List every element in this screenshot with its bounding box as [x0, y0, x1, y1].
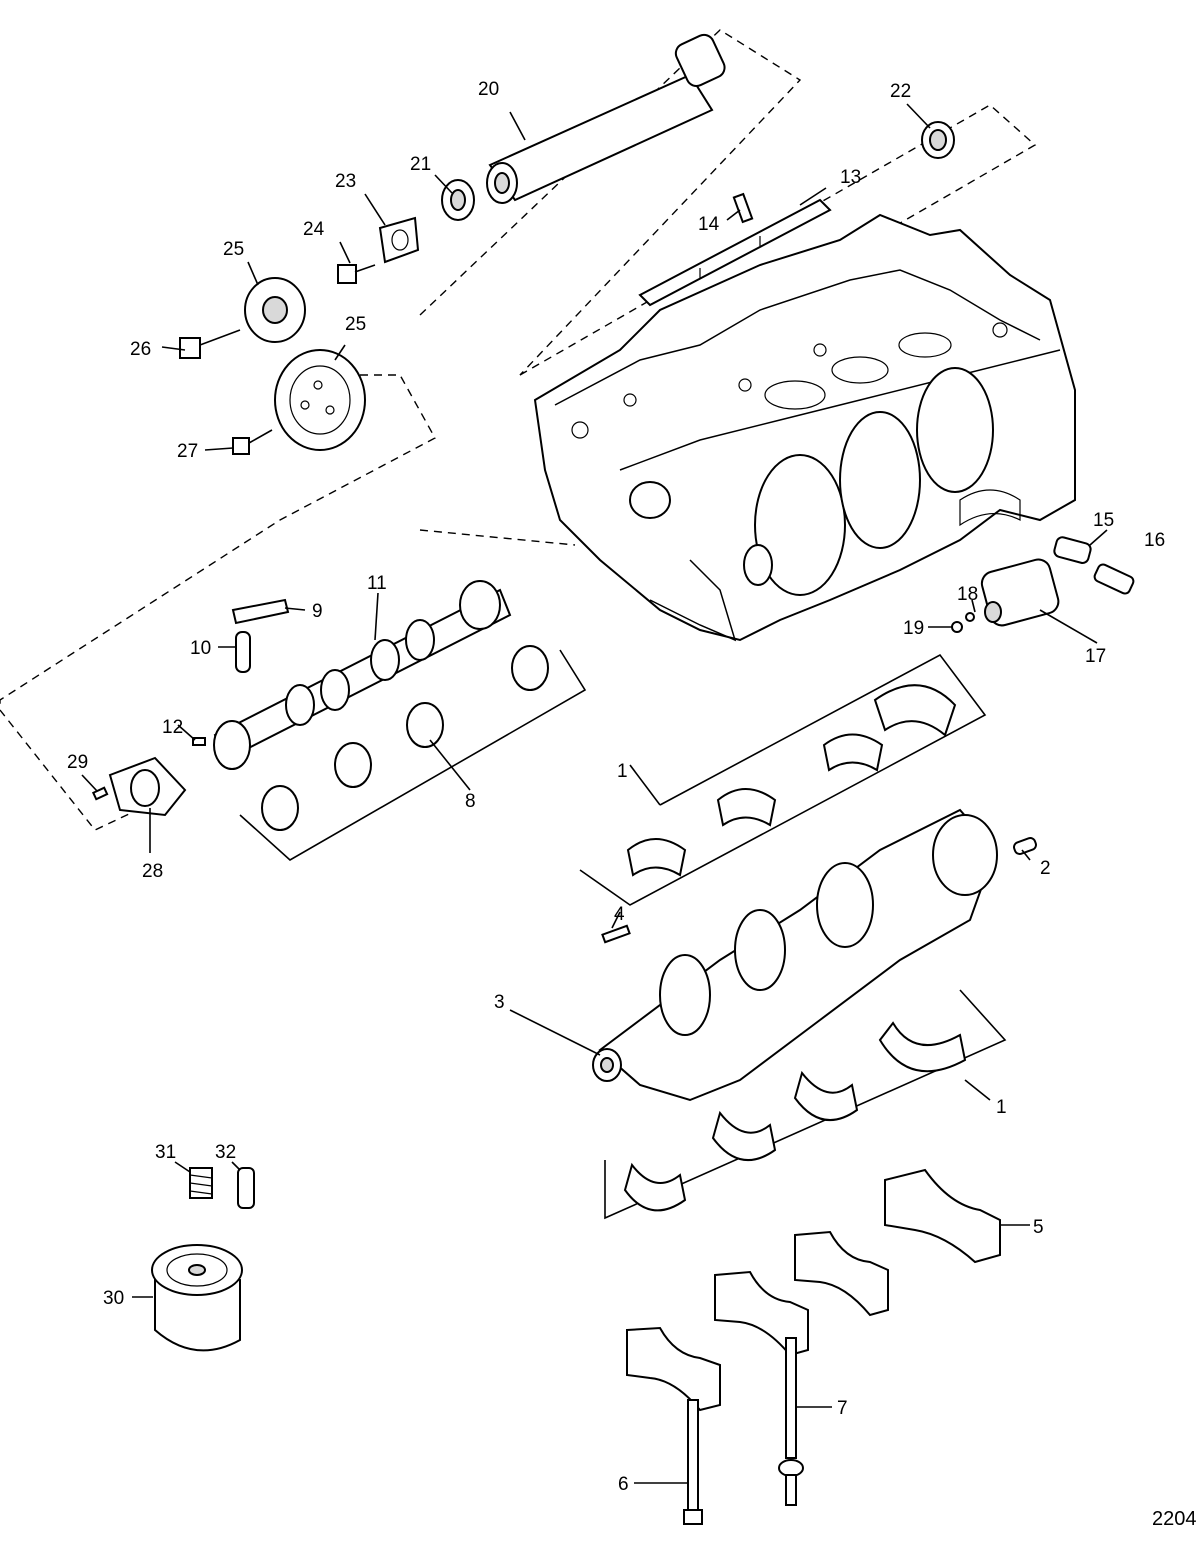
callout-labels: 1 1 2 3 4 5 6 7 8 9 10 11 12 13 14 15 16…: [67, 79, 1197, 1530]
part-6-bolt: [683, 1399, 703, 1525]
callout-1: 1: [996, 1097, 1007, 1118]
part-17-sender: [980, 558, 1060, 627]
callout-2: 2: [1040, 858, 1051, 879]
callout-3: 3: [494, 992, 505, 1013]
part-7-stud: [778, 1337, 804, 1506]
part-27-bolt: [232, 429, 273, 455]
part-16-fitting: [1093, 563, 1135, 595]
part-25-small-gear: [244, 277, 306, 343]
callout-5: 5: [1033, 1217, 1044, 1238]
callout-18: 18: [957, 584, 978, 605]
callout-25: 25: [223, 239, 244, 260]
part-23-retainer-plate: [378, 216, 420, 264]
part-24-bolt: [337, 264, 376, 284]
part-32-valve: [237, 1167, 255, 1209]
part-22-bearing: [921, 121, 955, 159]
part-12-pin: [192, 737, 206, 746]
part-28-thrust-plate: [108, 756, 187, 817]
part-1-lower-bearings: [604, 989, 1007, 1220]
callout-13: 13: [840, 167, 861, 188]
callout-25: 25: [345, 314, 366, 335]
callout-26: 26: [130, 339, 151, 360]
callout-14: 14: [698, 214, 720, 235]
part-9-retainer: [231, 598, 290, 625]
part-20-balance-shaft: [486, 33, 726, 204]
callout-10: 10: [190, 638, 211, 659]
part-4-key: [601, 924, 631, 944]
part-21-bearing: [441, 179, 475, 221]
callout-8: 8: [465, 791, 476, 812]
callout-9: 9: [312, 601, 323, 622]
callout-22: 22: [890, 81, 911, 102]
part-25-large-gear: [274, 349, 366, 451]
part-18-19-washers: [951, 612, 975, 633]
callout-12: 12: [162, 717, 183, 738]
callout-7: 7: [837, 1398, 848, 1419]
callout-20: 20: [478, 79, 499, 100]
figure-number: 2204: [1152, 1508, 1197, 1530]
part-8-cam-bearings: [239, 645, 587, 861]
part-30-oil-filter: [151, 1244, 243, 1352]
part-10-lifter: [235, 631, 251, 673]
callout-32: 32: [215, 1142, 236, 1163]
part-15-fitting: [1053, 536, 1092, 564]
callout-17: 17: [1085, 646, 1106, 667]
callout-21: 21: [410, 154, 431, 175]
callout-24: 24: [303, 219, 325, 240]
part-11-camshaft: [213, 580, 512, 770]
part-5-main-caps: [626, 1168, 1001, 1412]
part-13-oil-rail: [638, 198, 832, 307]
callout-23: 23: [335, 171, 356, 192]
part-3-crankshaft: [592, 808, 998, 1102]
leader-lines: [81, 103, 1108, 1484]
callout-28: 28: [142, 861, 163, 882]
callout-31: 31: [155, 1142, 176, 1163]
callout-11: 11: [367, 573, 387, 594]
part-26-bolt: [179, 329, 241, 359]
part-31-spring: [189, 1167, 213, 1199]
callout-16: 16: [1144, 530, 1165, 551]
callout-1: 1: [617, 761, 628, 782]
part-29-bolt: [91, 786, 109, 801]
engine-block: [533, 213, 1076, 642]
gear-dashed-box: [0, 374, 576, 831]
part-1-upper-bearings: [579, 653, 987, 906]
callout-29: 29: [67, 752, 88, 773]
callout-15: 15: [1093, 510, 1114, 531]
callout-4: 4: [614, 904, 625, 925]
callout-6: 6: [618, 1474, 629, 1495]
callout-27: 27: [177, 441, 198, 462]
part-2-dowel: [1013, 837, 1037, 855]
callout-19: 19: [903, 618, 924, 639]
callout-30: 30: [103, 1288, 124, 1309]
part-14-bolt: [732, 192, 754, 224]
